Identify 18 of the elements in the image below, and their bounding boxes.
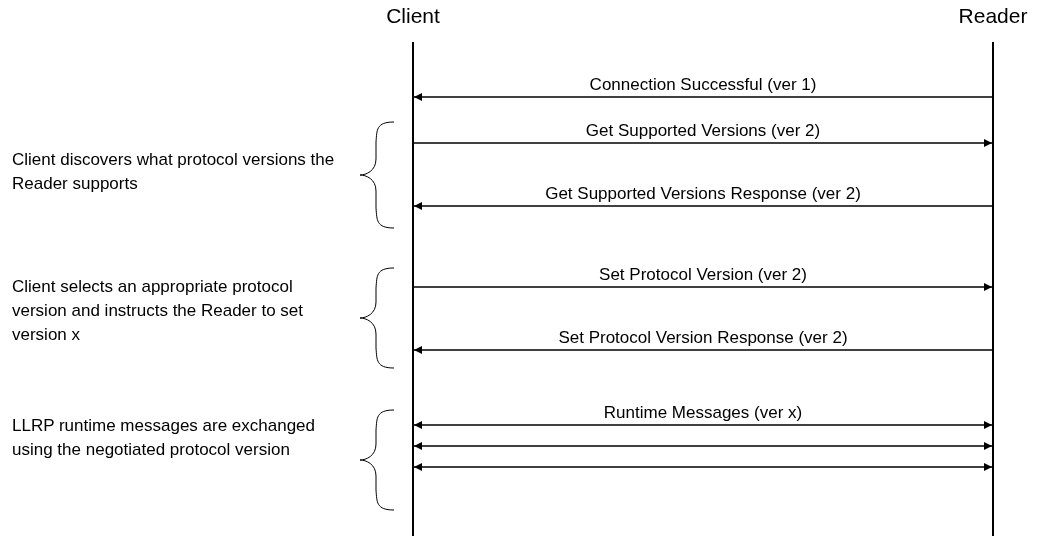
lifeline-heading: Client xyxy=(386,4,440,28)
message-arrow xyxy=(413,93,993,101)
annotation-text: Client selects an appropriate protocol version and instructs the Reader to set version x xyxy=(12,276,305,346)
message-label: Get Supported Versions (ver 2) xyxy=(583,121,823,141)
message-label: Connection Successful (ver 1) xyxy=(587,75,819,95)
message-arrow xyxy=(413,346,993,354)
message-arrow xyxy=(413,442,993,450)
message-arrow xyxy=(413,421,993,429)
message-arrow xyxy=(413,463,993,471)
message-label: Set Protocol Version Response (ver 2) xyxy=(556,328,850,348)
annotation-text: Client discovers what protocol versions the Reader supports xyxy=(12,149,336,195)
message-arrow xyxy=(413,202,993,210)
message-label: Set Protocol Version (ver 2) xyxy=(597,265,809,285)
message-arrow xyxy=(413,139,993,147)
message-label: Get Supported Versions Response (ver 2) xyxy=(543,184,863,204)
lifeline-heading: Reader xyxy=(958,4,1028,28)
message-arrow xyxy=(413,283,993,291)
annotation-text: LLRP runtime messages are exchanged using the negotiated protocol version xyxy=(12,415,317,461)
